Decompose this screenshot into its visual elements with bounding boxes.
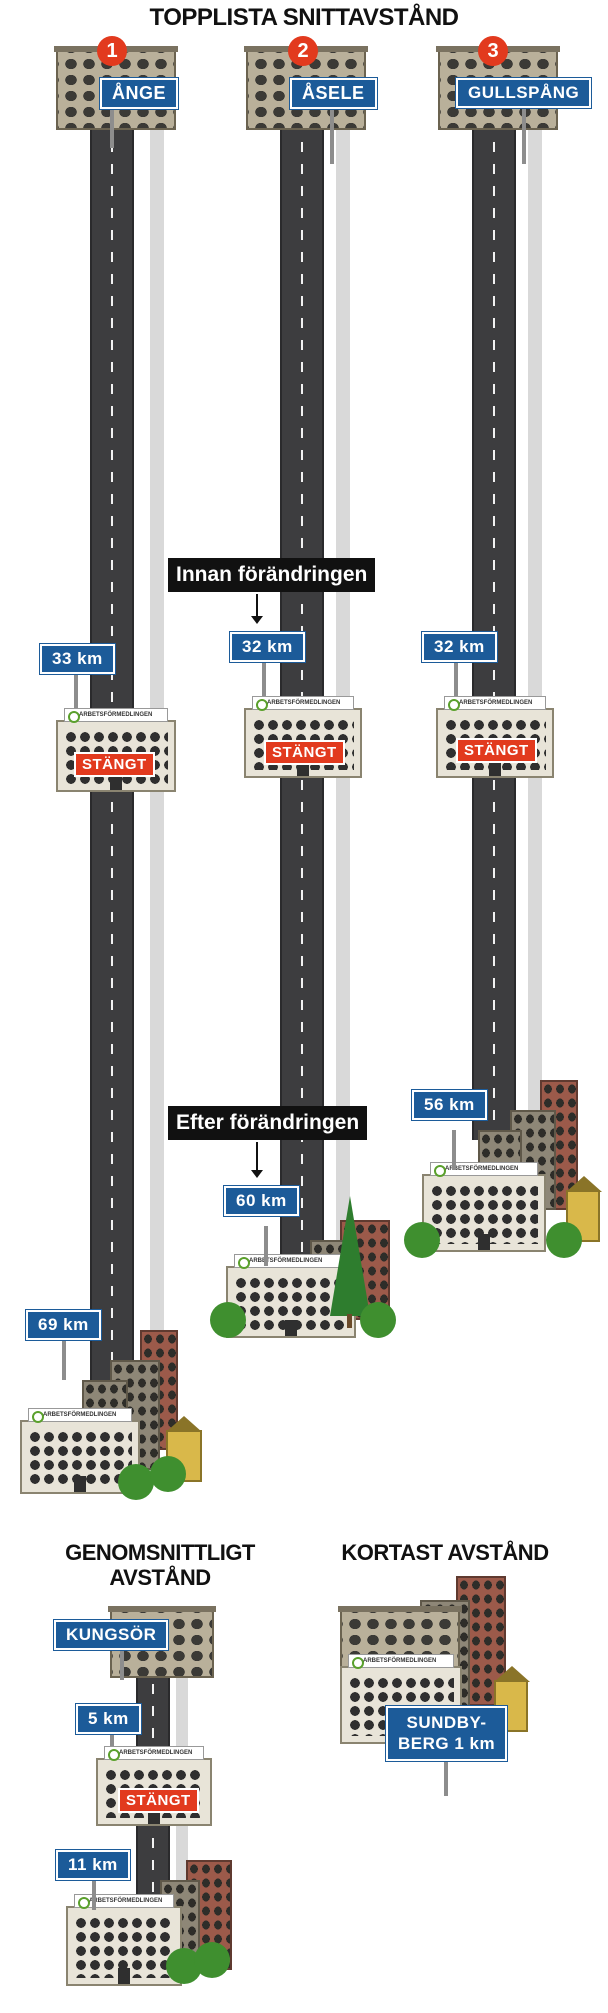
road-shadow [528,120,542,1120]
road [472,120,516,1140]
office-sign: ARBETSFÖRMEDLINGEN [348,1654,454,1669]
caption-arrow-head [251,1170,263,1178]
sign-pole [110,108,114,148]
sign-pole [454,658,458,698]
sign-pole [62,1340,66,1380]
distance-before-sign: 33 km [39,643,116,675]
town-sign: ÅSELE [289,77,378,110]
tree [194,1942,230,1978]
office: ARBETSFÖRMEDLINGEN [422,1162,546,1252]
tree [150,1456,186,1492]
average-heading-line-2: AVSTÅND [109,1565,211,1591]
pine-tree [330,1196,370,1316]
tree [546,1222,582,1258]
office-sign: ARBETSFÖRMEDLINGEN [444,696,546,711]
town-sign: GULLSPÅNG [454,77,593,109]
town-sign: KUNGSÖR [52,1619,170,1651]
caption-arrow [256,1142,258,1172]
distance-before-sign: 32 km [421,631,498,663]
closed-badge: STÄNGT [456,738,537,763]
tree [118,1464,154,1500]
pine-trunk [347,1314,352,1328]
tree [360,1302,396,1338]
rank-badge: 3 [478,36,508,66]
page-title: TOPPLISTA SNITTAVSTÅND [149,4,459,31]
sign-pole [330,108,334,164]
sign-pole [264,1226,268,1266]
tree [210,1302,246,1338]
average-heading-line-1: GENOMSNITTLIGT [65,1540,255,1565]
rank-badge: 2 [288,36,318,66]
sign-pole [444,1760,448,1796]
office-sign: ARBETSFÖRMEDLINGEN [252,696,354,711]
office-sign: ARBETSFÖRMEDLINGEN [28,1408,132,1423]
caption-arrow-head [251,616,263,624]
office-sign: ARBETSFÖRMEDLINGEN [64,708,168,723]
distance-after-sign: 56 km [411,1089,488,1121]
distance-before-sign: 5 km [75,1703,142,1735]
distance-after-sign: 11 km [55,1849,131,1881]
sign-pole [74,670,78,710]
office-sign: ARBETSFÖRMEDLINGEN [234,1254,348,1269]
caption-before: Innan förändringen [168,558,376,592]
closed-badge: STÄNGT [74,752,155,777]
distance-before-sign: 32 km [229,631,306,663]
tree [404,1222,440,1258]
caption-arrow [256,594,258,618]
sign-pole [452,1130,456,1170]
average-heading: GENOMSNITTLIGT AVSTÅND [40,1540,280,1591]
sign-pole [522,108,526,164]
shortest-sign: SUNDBY- BERG 1 km [384,1705,509,1762]
sign-pole [92,1880,96,1910]
sign-pole [110,1730,114,1760]
office: ARBETSFÖRMEDLINGEN [66,1894,182,1986]
shortest-sign-line-1: SUNDBY- [406,1713,487,1732]
office-sign: ARBETSFÖRMEDLINGEN [74,1894,174,1909]
distance-after-sign: 60 km [223,1185,300,1217]
shortest-heading: KORTAST AVSTÅND [341,1540,549,1565]
office-sign: ARBETSFÖRMEDLINGEN [430,1162,538,1177]
office-sign: ARBETSFÖRMEDLINGEN [104,1746,204,1761]
shortest-sign-line-2: BERG 1 km [398,1734,496,1754]
caption-after: Efter förändringen [168,1106,368,1140]
rank-badge: 1 [97,36,127,66]
sign-pole [262,658,266,698]
sign-pole [120,1650,124,1680]
distance-after-sign: 69 km [25,1309,102,1341]
closed-badge: STÄNGT [264,740,345,765]
closed-badge: STÄNGT [118,1788,199,1813]
town-sign: ÅNGE [98,77,180,110]
